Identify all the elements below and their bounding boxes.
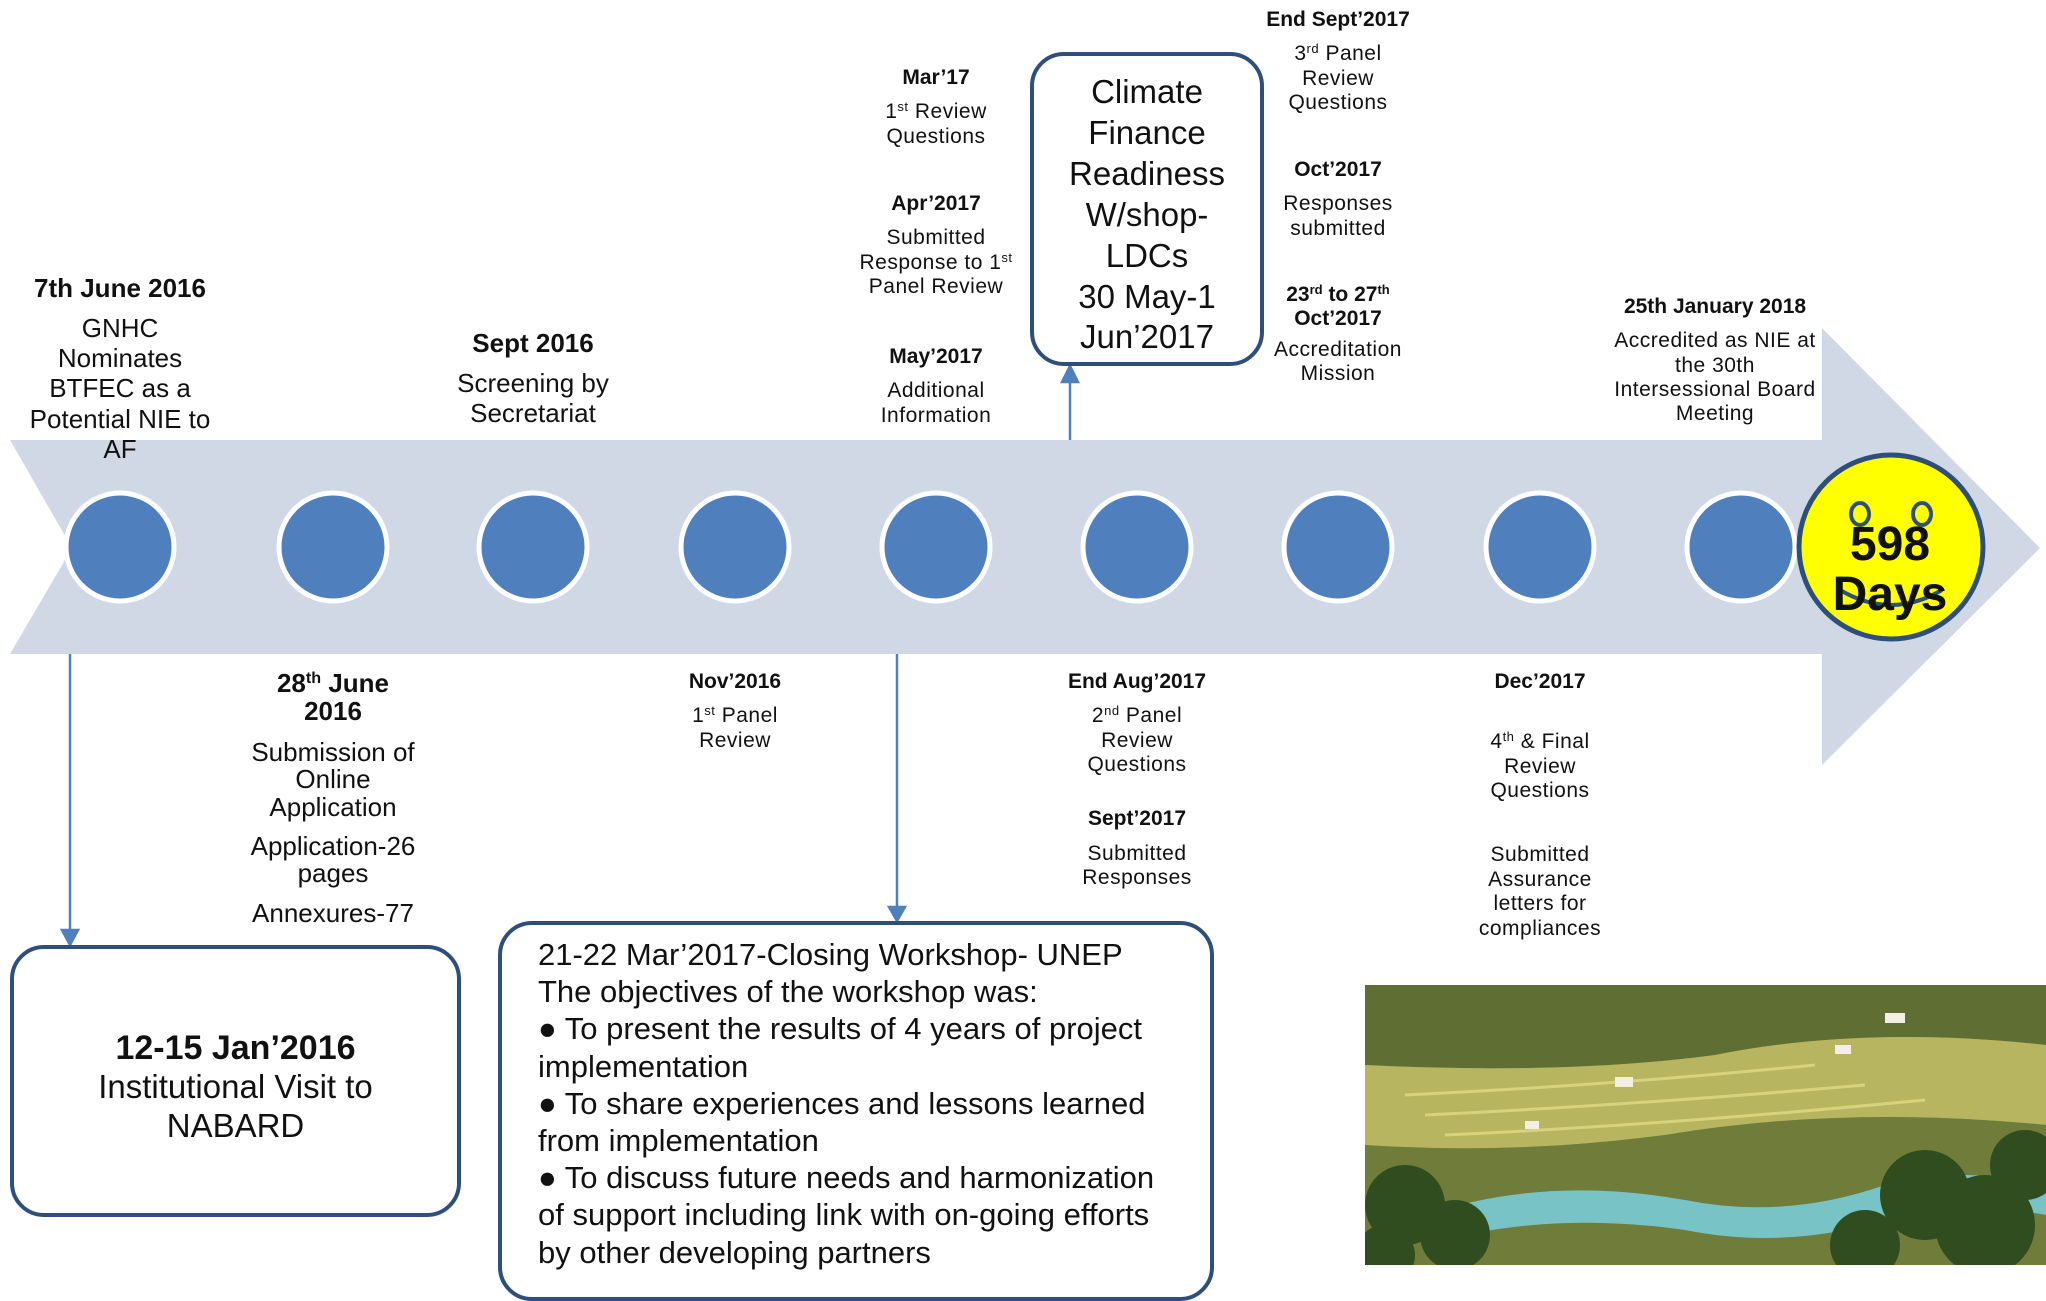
readiness-workshop-box: Climate Finance Readiness W/shop- LDCs 3… xyxy=(1030,52,1264,366)
milestone-circle xyxy=(678,490,792,604)
milestone-circle xyxy=(276,490,390,604)
connector-lines xyxy=(59,363,1081,948)
milestone-circle xyxy=(63,490,177,604)
left-eye-icon xyxy=(1849,501,1871,527)
milestone-label-jun2016: 7th June 2016 GNHC Nominates BTFEC as a … xyxy=(29,273,211,464)
milestone-circle xyxy=(1281,490,1395,604)
milestone-label-nov2016: Nov’2016 1st Panel Review xyxy=(688,670,782,752)
milestone-label-mar2017: Mar’17 1st Review Questions xyxy=(885,66,987,148)
workshop-box: 21-22 Mar’2017-Closing Workshop- UNEP Th… xyxy=(498,921,1214,1301)
milestone-label-jan2018: 25th January 2018 Accredited as NIE at t… xyxy=(1614,295,1816,426)
smiley-face xyxy=(1796,452,1986,642)
milestone-label-apr2017: Apr’2017 Submitted Response to 1st Panel… xyxy=(859,192,1013,299)
milestone-circle xyxy=(1483,490,1597,604)
nabard-visit-box: 12-15 Jan’2016 Institutional Visit to NA… xyxy=(10,945,461,1217)
milestone-label-oct2017: Oct’2017 Responses submitted xyxy=(1283,158,1393,240)
milestone-circles xyxy=(63,490,1798,604)
milestone-label-dec2017: Dec’2017 4th & Final Review Questions Su… xyxy=(1478,670,1602,940)
milestone-label-aug2017: End Aug’2017 2nd Panel Review Questions … xyxy=(1067,670,1207,890)
milestone-circle xyxy=(1080,490,1194,604)
smile-icon xyxy=(1838,588,1944,607)
timeline-graphic xyxy=(10,328,2040,948)
days-count: 598 Days xyxy=(1832,518,1948,622)
right-eye-icon xyxy=(1911,501,1933,527)
milestone-circle xyxy=(476,490,590,604)
landscape-photo xyxy=(1365,985,2046,1265)
milestone-circle xyxy=(1684,490,1798,604)
milestone-circle xyxy=(879,490,993,604)
milestone-label-may2017: May’2017 Additional Information xyxy=(880,345,992,427)
milestone-label-sept2017: End Sept’2017 3rd Panel Review Questions xyxy=(1266,8,1410,115)
timeline-arrow xyxy=(10,328,2040,765)
milestone-label-sept2016: Sept 2016 Screening by Secretariat xyxy=(457,328,609,429)
